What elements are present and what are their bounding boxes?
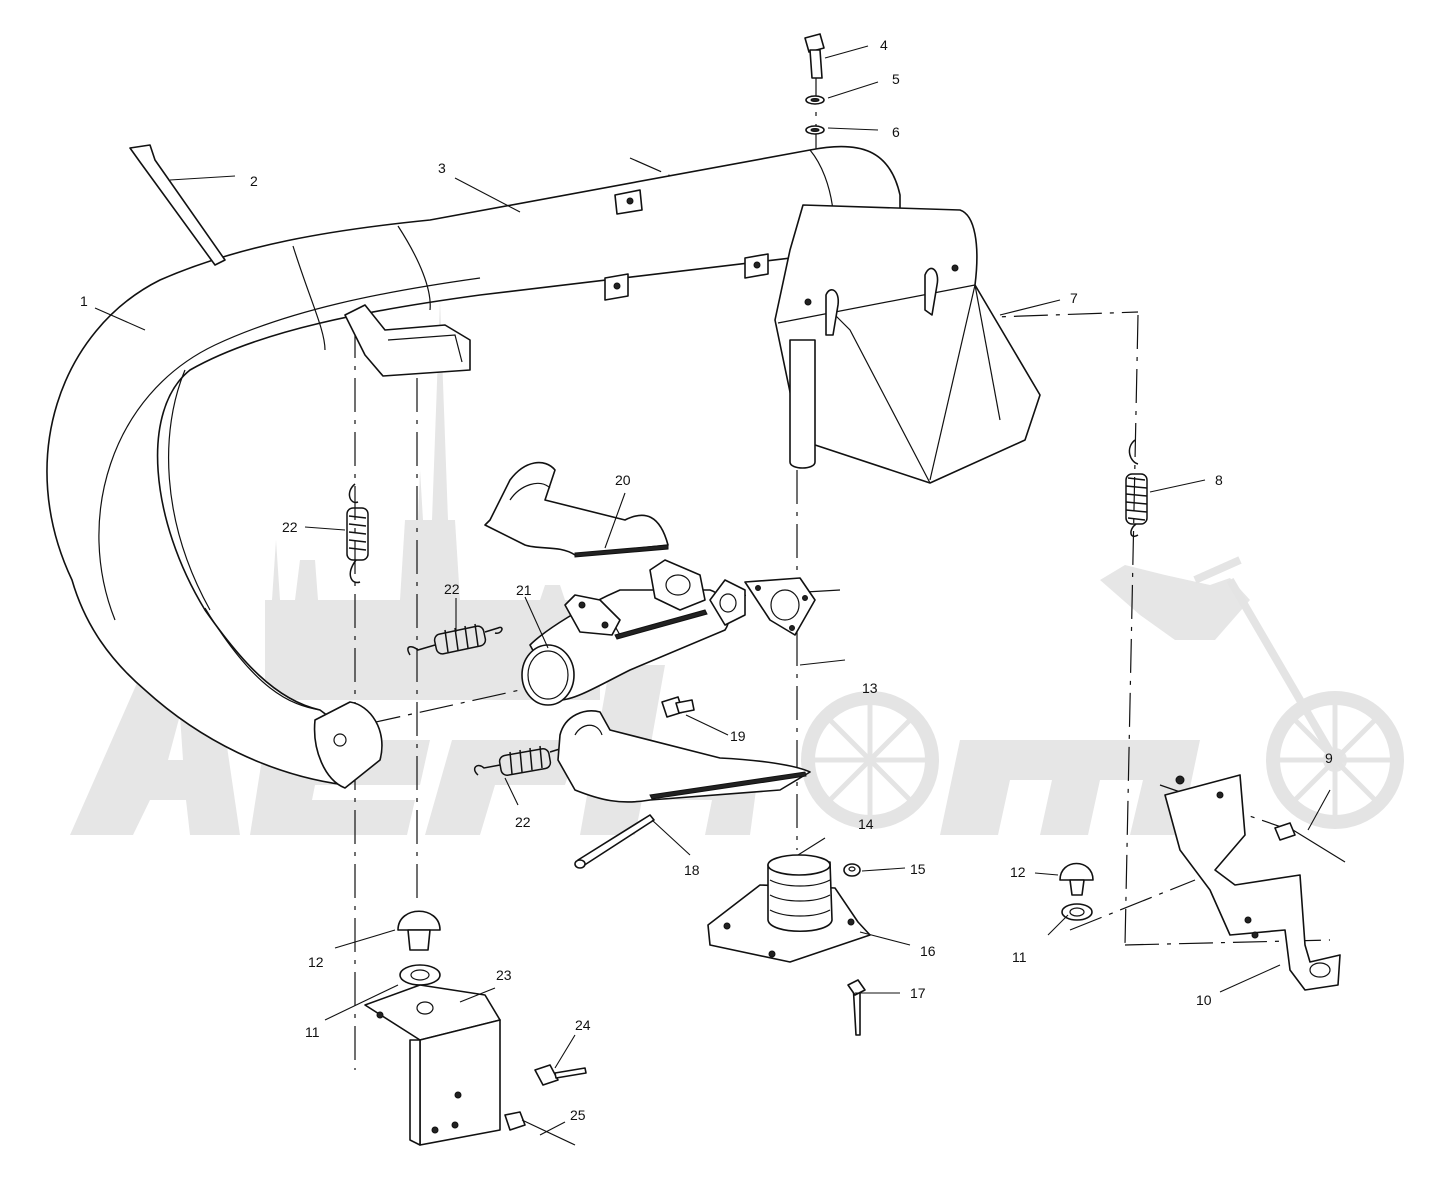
callout-5: 5 — [892, 71, 900, 87]
callout-22-upper-left: 22 — [282, 519, 298, 535]
grommet-12-left — [397, 910, 441, 951]
callout-6: 6 — [892, 124, 900, 140]
callout-2: 2 — [250, 173, 258, 189]
callout-22-middle: 22 — [444, 581, 460, 597]
exhaust-pipe — [521, 559, 746, 706]
watermark-skyline — [265, 300, 600, 700]
callout-11-right: 11 — [1012, 949, 1027, 965]
pin-17 — [847, 979, 866, 1036]
callout-15: 15 — [910, 861, 926, 877]
pin-18 — [574, 814, 655, 869]
callout-1: 1 — [80, 293, 88, 309]
leader-lines — [94, 45, 1331, 1136]
spring-22-upper — [407, 623, 503, 656]
bolt-washer-set — [804, 33, 825, 135]
callout-12-right: 12 — [1010, 864, 1026, 880]
fitting-24 — [534, 1064, 587, 1086]
muffler — [46, 145, 901, 789]
mount-base — [707, 854, 871, 963]
bracket-23 — [364, 984, 501, 1146]
upper-shield — [484, 461, 669, 558]
cable-tie — [129, 144, 226, 266]
callout-11-left: 11 — [305, 1024, 320, 1040]
callout-19: 19 — [730, 728, 746, 744]
callout-17: 17 — [910, 985, 926, 1001]
nut-15 — [843, 863, 861, 877]
washer-11-right — [1061, 903, 1093, 921]
callout-labels: 1 2 3 4 5 6 7 8 9 10 11 11 12 12 13 14 1… — [80, 37, 1333, 1123]
callout-14: 14 — [858, 816, 874, 832]
lower-shield — [557, 710, 811, 803]
cable-25 — [504, 1111, 576, 1146]
callout-7: 7 — [1070, 290, 1078, 306]
callout-9: 9 — [1325, 750, 1333, 766]
callout-18: 18 — [684, 862, 700, 878]
callout-23: 23 — [496, 967, 512, 983]
callout-20: 20 — [615, 472, 631, 488]
cable-9 — [1274, 822, 1346, 863]
washer-11-left — [399, 964, 441, 986]
grommet-12-right — [1059, 862, 1094, 896]
callout-10: 10 — [1196, 992, 1212, 1008]
callout-8: 8 — [1215, 472, 1223, 488]
heat-shield — [774, 204, 1041, 484]
callout-21: 21 — [516, 582, 532, 598]
callout-25: 25 — [570, 1107, 586, 1123]
callout-24: 24 — [575, 1017, 591, 1033]
motorcycle-icon — [801, 556, 1404, 829]
bolt-19 — [661, 696, 695, 718]
spring-8 — [1125, 439, 1148, 537]
callout-4: 4 — [880, 37, 888, 53]
bracket-10 — [1164, 774, 1341, 991]
callout-13: 13 — [862, 680, 878, 696]
gasket — [744, 577, 816, 636]
spring-22-vertical — [346, 483, 369, 584]
callout-22-lower: 22 — [515, 814, 531, 830]
callout-16: 16 — [920, 943, 936, 959]
callout-12-left: 12 — [308, 954, 324, 970]
callout-3: 3 — [438, 160, 446, 176]
